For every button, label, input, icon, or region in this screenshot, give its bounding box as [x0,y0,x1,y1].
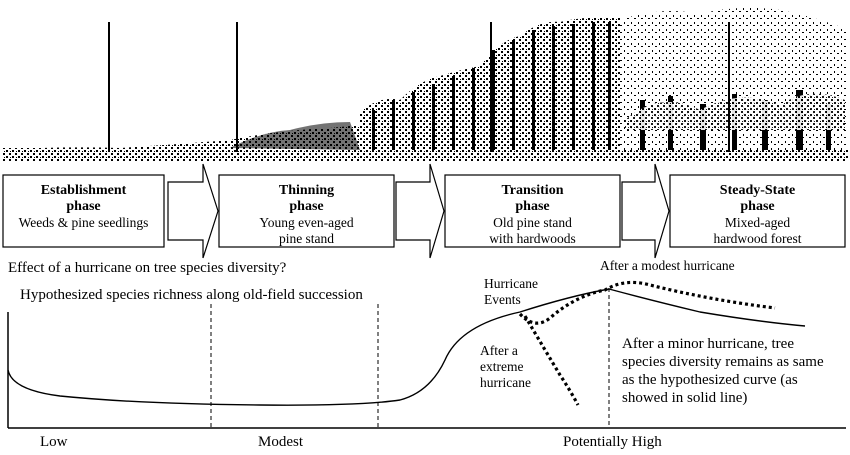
phase-description: Weeds & pine seedlings [19,215,149,230]
axis-label-potentially-high: Potentially High [563,434,662,450]
phase-description-line2: hardwood forest [713,231,801,246]
hurricane-question: Effect of a hurricane on tree species di… [8,260,287,276]
phase-title: Establishment [41,183,127,198]
phase-description: Young even-aged [259,215,353,230]
after-minor-note-line3: as the hypothesized curve (as [622,372,798,388]
phase-title: Steady-State [720,183,795,198]
arrow-icon [621,163,670,259]
phase-description: Mixed-aged [725,215,790,230]
arrow-icon [167,163,219,259]
hurricane-events-label: Hurricane [484,276,538,291]
phase-subtitle: phase [740,199,774,214]
phase-establishment: Establishment phase Weeds & pine seedlin… [2,174,165,248]
phase-subtitle: phase [289,199,323,214]
phase-description-line2: pine stand [279,231,334,246]
axis-label-modest: Modest [258,434,304,450]
after-extreme-label-line3: hurricane [480,375,531,390]
phase-description-line2: with hardwoods [489,231,576,246]
phase-description: Old pine stand [493,215,572,230]
phase-thinning: Thinning phase Young even-aged pine stan… [218,174,395,248]
phase-title: Thinning [279,183,334,198]
forest-illustration [2,7,848,162]
after-modest-label: After a modest hurricane [600,258,735,273]
after-extreme-label: After a [480,343,518,358]
phase-boxes: Establishment phase Weeds & pine seedlin… [2,174,846,248]
after-minor-note-line4: showed in solid line) [622,390,747,406]
phase-subtitle: phase [66,199,100,214]
phase-arrows [167,163,670,259]
curve-title: Hypothesized species richness along old-… [20,287,363,303]
modest-hurricane-curve [518,280,776,325]
phase-subtitle: phase [515,199,549,214]
after-minor-note-line2: species diversity remains as same [622,354,824,370]
hurricane-events-label-line2: Events [484,292,521,307]
after-extreme-label-line2: extreme [480,359,523,374]
extreme-hurricane-curve [523,315,580,406]
hypothesized-richness-curve [7,288,806,406]
phase-steady-state: Steady-State phase Mixed-aged hardwood f… [669,174,846,248]
after-minor-note: After a minor hurricane, tree [622,336,794,352]
axis-label-low: Low [40,434,68,450]
phase-title: Transition [502,183,564,198]
arrow-icon [395,163,445,259]
phase-transition: Transition phase Old pine stand with har… [444,174,621,248]
